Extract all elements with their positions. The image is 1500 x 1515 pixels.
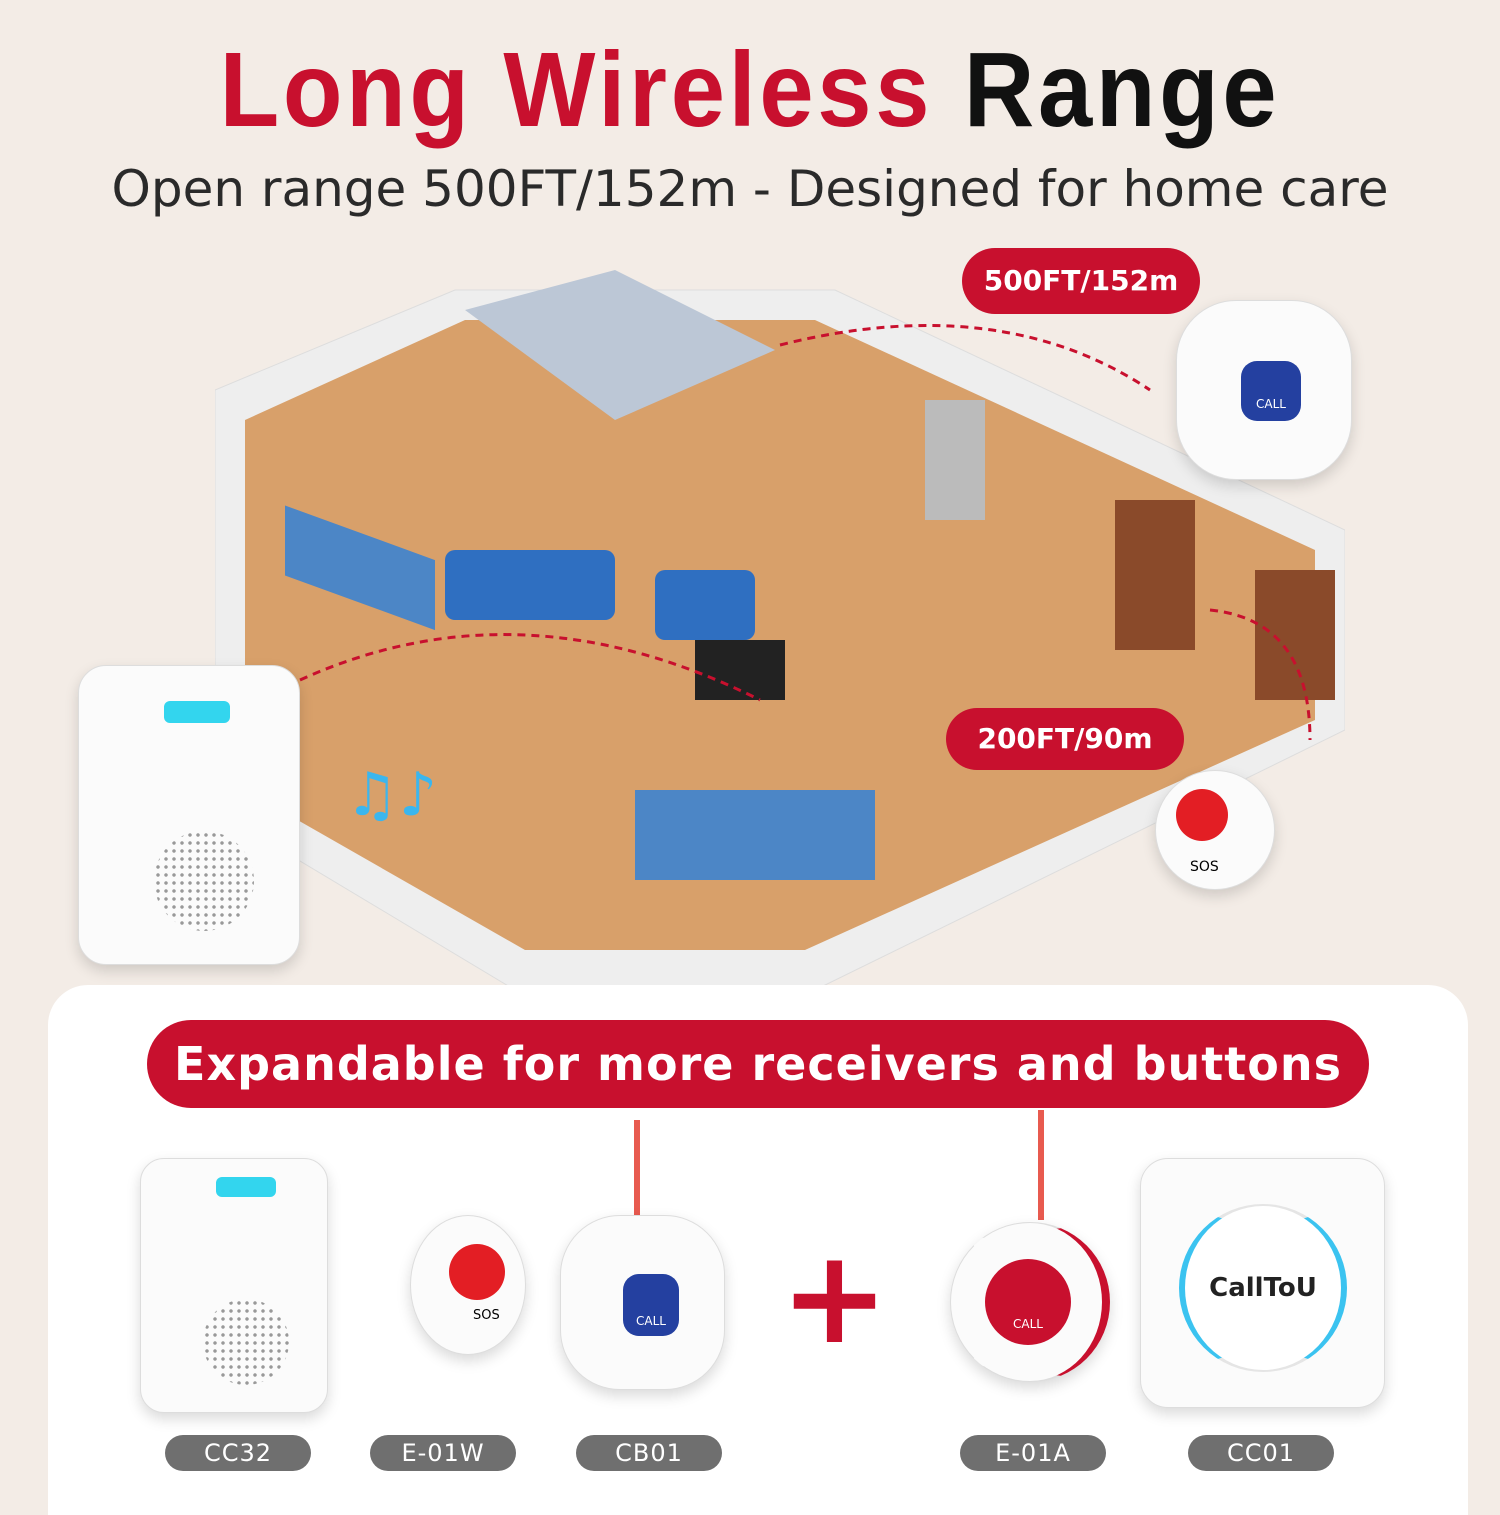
speaker-icon	[154, 831, 254, 931]
bookshelf	[1115, 500, 1195, 650]
headline-black: Range	[963, 31, 1281, 149]
range-bubble-200ft: 200FT/90m	[946, 708, 1184, 770]
brand-logo: CallToU	[1179, 1204, 1347, 1372]
speaker-icon	[203, 1299, 289, 1385]
model-tag: E-01A	[960, 1435, 1106, 1471]
floor-plan-illustration	[215, 270, 1345, 990]
sos-watch-device: SOS	[1155, 770, 1275, 890]
armchair	[655, 570, 755, 640]
bookshelf-2	[1255, 570, 1335, 700]
model-tag: CC32	[165, 1435, 311, 1471]
bed	[285, 505, 435, 631]
receiver-device	[78, 665, 300, 965]
light-icon	[216, 1177, 276, 1197]
headline-red: Long Wireless	[219, 31, 934, 149]
product-cc32	[140, 1158, 328, 1413]
model-tag: CB01	[576, 1435, 722, 1471]
call-label: CALL	[1241, 361, 1301, 421]
product-e01a: CALL	[950, 1222, 1110, 1382]
range-lines	[299, 323, 1312, 741]
lanyard	[634, 1120, 640, 1215]
sos-label: SOS	[1190, 859, 1219, 875]
product-cb01: CALL	[560, 1215, 725, 1390]
model-tag: E-01W	[370, 1435, 516, 1471]
model-tag: CC01	[1188, 1435, 1334, 1471]
fridge	[925, 400, 985, 520]
product-e01w: SOS	[410, 1215, 526, 1355]
subtitle: Open range 500FT/152m - Designed for hom…	[111, 160, 1389, 218]
call-button-device: CALL	[1176, 300, 1352, 480]
call-label: CALL	[985, 1259, 1071, 1345]
lanyard	[1038, 1110, 1044, 1220]
sos-button	[449, 1244, 505, 1300]
bathroom	[465, 270, 775, 420]
bed-2	[635, 790, 875, 880]
range-bubble-500ft: 500FT/152m	[962, 248, 1200, 314]
headline: Long Wireless Range	[60, 30, 1440, 151]
sos-label: SOS	[473, 1308, 500, 1323]
sofa	[445, 550, 615, 620]
plus-icon: +	[780, 1221, 889, 1373]
sos-button	[1176, 789, 1228, 841]
music-notes-icon: ♫♪	[345, 760, 438, 830]
expand-banner: Expandable for more receivers and button…	[147, 1020, 1369, 1108]
call-label: CALL	[623, 1274, 679, 1336]
product-cc01: CallToU	[1140, 1158, 1385, 1408]
light-icon	[164, 701, 230, 723]
